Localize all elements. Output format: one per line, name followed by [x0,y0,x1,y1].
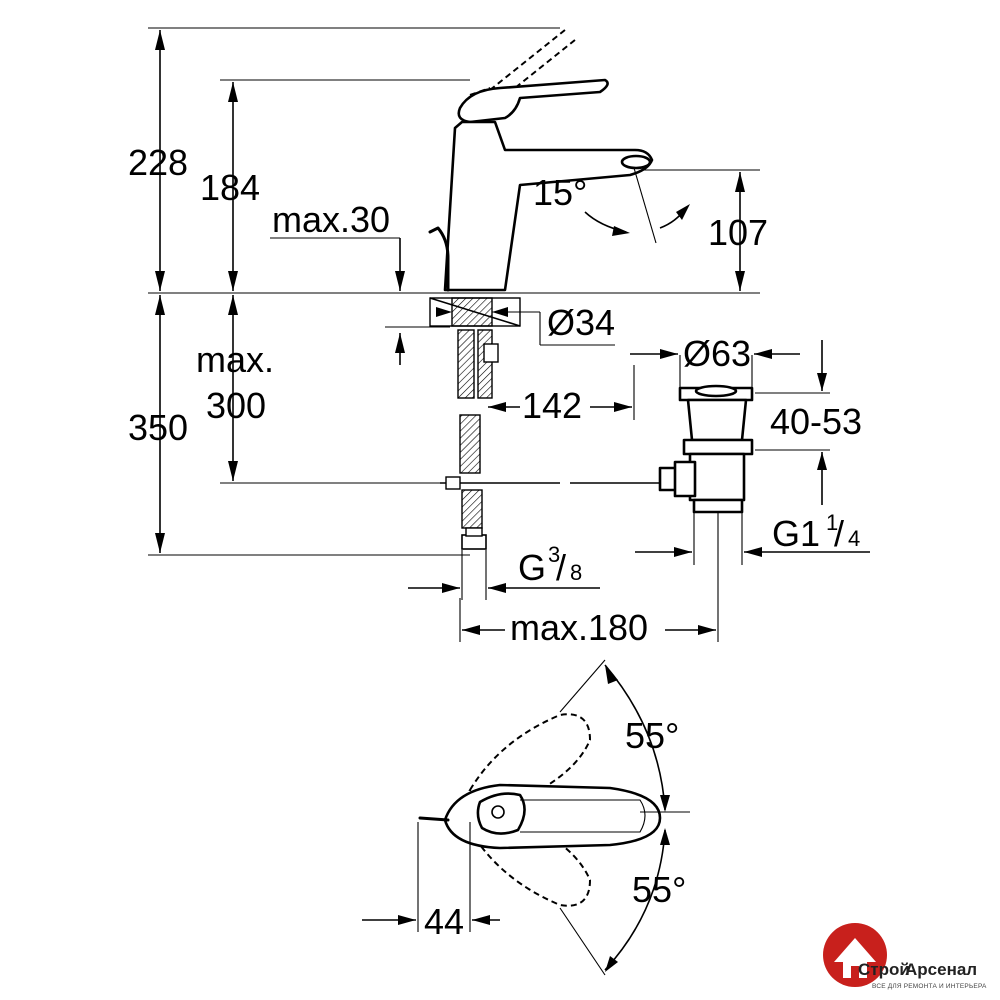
store-logo: Строй Арсенал ВСЕ ДЛЯ РЕМОНТА И ИНТЕРЬЕР… [823,923,987,990]
dim-max-180: max.180 [510,607,648,648]
supply-hoses [457,329,499,550]
dim-350: 350 [128,407,188,448]
faucet-body [428,78,654,292]
dim-d34: Ø34 [547,302,615,343]
logo-brand-first: Строй [858,960,910,979]
svg-text:/: / [556,547,566,588]
dim-300: 300 [206,385,266,426]
waste-drain [658,384,754,514]
dim-44: 44 [424,901,464,942]
dim-g38-num: 3 [548,542,560,567]
dim-142: 142 [522,385,582,426]
handle-rotated-left [468,713,592,802]
logo-house-icon [823,923,887,987]
handle-top-view [418,783,662,850]
dim-184: 184 [200,167,260,208]
dim-max-30: max.30 [272,199,390,240]
dim-max-label: max. [196,339,274,380]
dim-107: 107 [708,212,768,253]
dim-55-top: 55° [625,715,679,756]
dim-228: 228 [128,142,188,183]
dim-d63: Ø63 [683,333,751,374]
svg-text:/: / [834,513,844,554]
dim-55-bottom: 55° [632,869,686,910]
spout-angle-line [633,167,657,244]
dim-15-deg: 15° [533,172,587,213]
logo-brand-second: Арсенал [905,960,977,979]
dim-g38-label: G [518,547,546,588]
dim-g1-num: 1 [826,510,838,535]
top-view: 55° 55° 44 [362,659,690,976]
logo-tagline: ВСЕ ДЛЯ РЕМОНТА И ИНТЕРЬЕРА [872,983,987,990]
side-view: 228 184 350 max. 300 max.30 [128,27,870,648]
dim-40-53: 40-53 [770,401,862,442]
dim-g1-den: 4 [848,526,860,551]
dim-g1-label: G1 [772,513,820,554]
dim-g38-den: 8 [570,560,582,585]
